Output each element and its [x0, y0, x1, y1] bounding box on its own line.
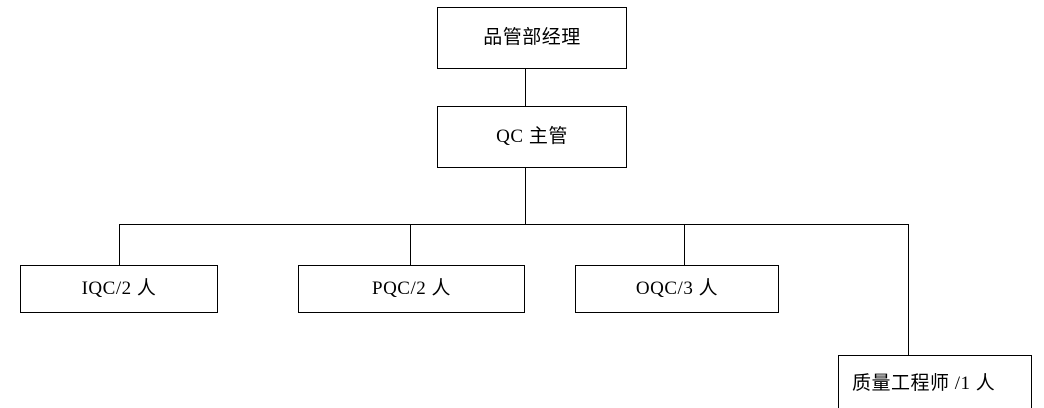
- node-pqc[interactable]: PQC/2 人: [298, 265, 525, 313]
- node-qc-manager-label: 品管部经理: [483, 26, 581, 48]
- node-quality-engineer-label: 质量工程师 /1 人: [852, 372, 996, 394]
- node-oqc-label: OQC/3 人: [635, 277, 719, 299]
- connector-drop-pqc: [410, 224, 412, 265]
- node-qc-manager[interactable]: 品管部经理: [437, 7, 627, 69]
- node-qc-supervisor-label: QC 主管: [496, 125, 568, 147]
- node-pqc-label: PQC/2 人: [372, 277, 451, 299]
- node-iqc-label: IQC/2 人: [81, 277, 157, 299]
- node-iqc[interactable]: IQC/2 人: [20, 265, 218, 313]
- connector-supervisor-to-bus: [525, 168, 527, 224]
- connector-drop-iqc: [119, 224, 121, 265]
- connector-horizontal-bus: [119, 224, 908, 226]
- node-oqc[interactable]: OQC/3 人: [575, 265, 779, 313]
- node-qc-supervisor[interactable]: QC 主管: [437, 106, 627, 168]
- connector-manager-to-supervisor: [525, 69, 527, 106]
- node-quality-engineer[interactable]: 质量工程师 /1 人: [838, 355, 1032, 408]
- connector-drop-oqc: [684, 224, 686, 265]
- connector-drop-quality-engineer: [908, 224, 910, 355]
